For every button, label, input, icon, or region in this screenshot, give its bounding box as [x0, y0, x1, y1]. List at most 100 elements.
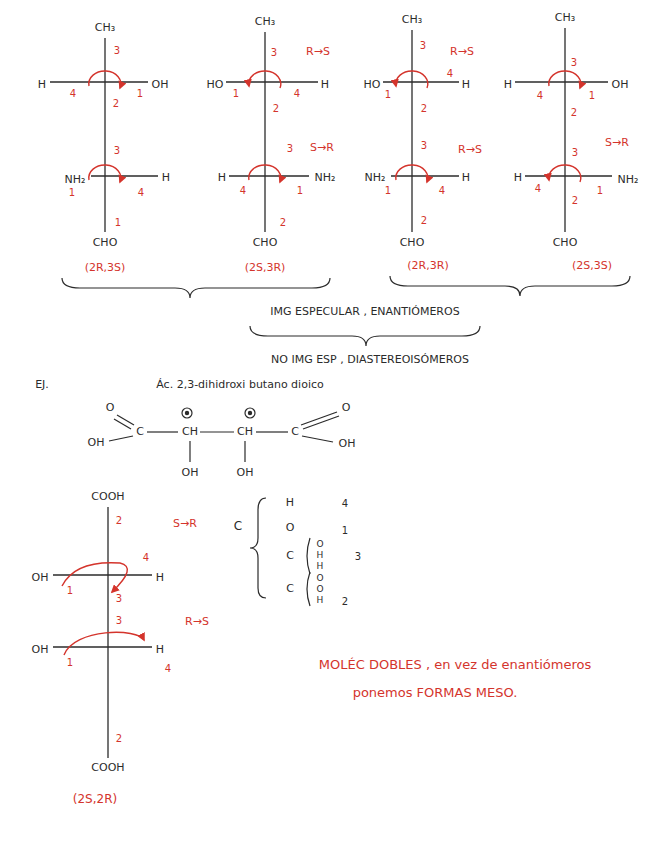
note-label: O [106, 402, 115, 414]
brace [250, 326, 480, 346]
note-label: OH [32, 644, 49, 656]
brace [62, 278, 330, 298]
note-label: CHO [93, 237, 118, 249]
note-label: 4 [70, 88, 76, 99]
bond [50, 81, 148, 82]
note-label: 1 [297, 185, 303, 196]
note-label: (2S,2R) [73, 793, 117, 806]
note-label: 4 [143, 552, 149, 563]
note-label: CHO [553, 237, 578, 249]
curved-arrow [64, 632, 144, 655]
note-label: OH [152, 79, 169, 91]
bond [53, 574, 152, 575]
note-label: (2R,3R) [407, 260, 448, 272]
note-label: 1 [115, 217, 121, 228]
note-label: NH₂ [315, 172, 336, 184]
note-label: NO IMG ESP , DIASTEREOISÓMEROS [271, 354, 469, 366]
note-label: R→S [458, 144, 482, 156]
note-label: OH [339, 438, 356, 450]
note-label: OH [88, 437, 105, 449]
note-label: CH₃ [555, 12, 575, 24]
bond [525, 175, 612, 176]
brace [250, 498, 266, 598]
bond [515, 81, 608, 82]
bond [117, 415, 134, 425]
note-label: H [317, 596, 324, 606]
curved-arrow [89, 165, 121, 182]
stereocenter-mark [248, 411, 251, 414]
note-label: H [156, 572, 164, 584]
note-label: 3 [421, 140, 427, 151]
note-label: H [38, 79, 46, 91]
bond [391, 175, 459, 176]
note-label: NH₂ [618, 174, 639, 186]
note-label: 3 [116, 593, 122, 604]
note-label: R→S [450, 46, 474, 58]
note-label: C [286, 550, 294, 562]
note-label: 3 [287, 143, 293, 154]
note-label: 1 [137, 88, 143, 99]
note-label: 2 [273, 103, 279, 114]
note-label: R→S [306, 46, 330, 58]
note-label: H [317, 551, 324, 561]
note-label: CH [182, 426, 198, 438]
note-label: (2S,3S) [572, 260, 612, 272]
note-label: 1 [233, 88, 239, 99]
bond [104, 38, 105, 232]
note-label: 2 [342, 596, 348, 607]
note-label: R→S [185, 616, 209, 628]
note-label: O [286, 522, 295, 534]
note-label: H [218, 172, 226, 184]
stereocenter-mark [182, 408, 192, 418]
brace [390, 276, 630, 296]
note-label: 1 [67, 657, 73, 668]
note-label: HO [207, 79, 224, 91]
bond [229, 175, 309, 176]
note-label: 2 [116, 515, 122, 526]
note-label: 3 [355, 551, 361, 562]
bond [256, 431, 288, 432]
note-label: 3 [420, 40, 426, 51]
note-label: C [291, 426, 299, 438]
note-label: HO [364, 79, 381, 91]
note-label: CH₃ [95, 22, 115, 34]
note-label: H [321, 79, 329, 91]
note-label: 2 [113, 98, 119, 109]
note-label: 4 [439, 185, 445, 196]
note-label: 2 [116, 733, 122, 744]
parenthesis [307, 538, 310, 574]
note-label: NH₂ [365, 172, 386, 184]
bond [244, 441, 245, 462]
note-label: OH [237, 467, 254, 479]
note-label: 1 [67, 585, 73, 596]
note-label: H [462, 79, 470, 91]
note-label: OH [612, 79, 629, 91]
note-label: 4 [294, 88, 300, 99]
note-label: 2 [421, 103, 427, 114]
note-label: OH [32, 572, 49, 584]
note-label: 3 [114, 145, 120, 156]
note-label: 2 [421, 215, 427, 226]
bond [383, 81, 459, 82]
curved-arrow [89, 71, 121, 88]
note-label: 3 [271, 47, 277, 58]
curved-arrow [549, 71, 581, 88]
note-label: 4 [447, 68, 453, 79]
note-label: H [514, 172, 522, 184]
note-label: 1 [385, 89, 391, 100]
bond [264, 32, 265, 232]
bond [147, 431, 178, 432]
note-label: CH [237, 426, 253, 438]
note-label: O [316, 585, 323, 595]
note-label: C [286, 583, 294, 595]
note-label: COOH [91, 491, 124, 503]
note-label: 1 [589, 90, 595, 101]
bond [109, 436, 133, 441]
note-label: (2R,3S) [85, 262, 126, 274]
note-label: MOLÉC DOBLES , en vez de enantiómeros [319, 658, 591, 672]
note-label: O [316, 574, 323, 584]
bond [226, 81, 318, 82]
curved-arrow [249, 71, 281, 88]
